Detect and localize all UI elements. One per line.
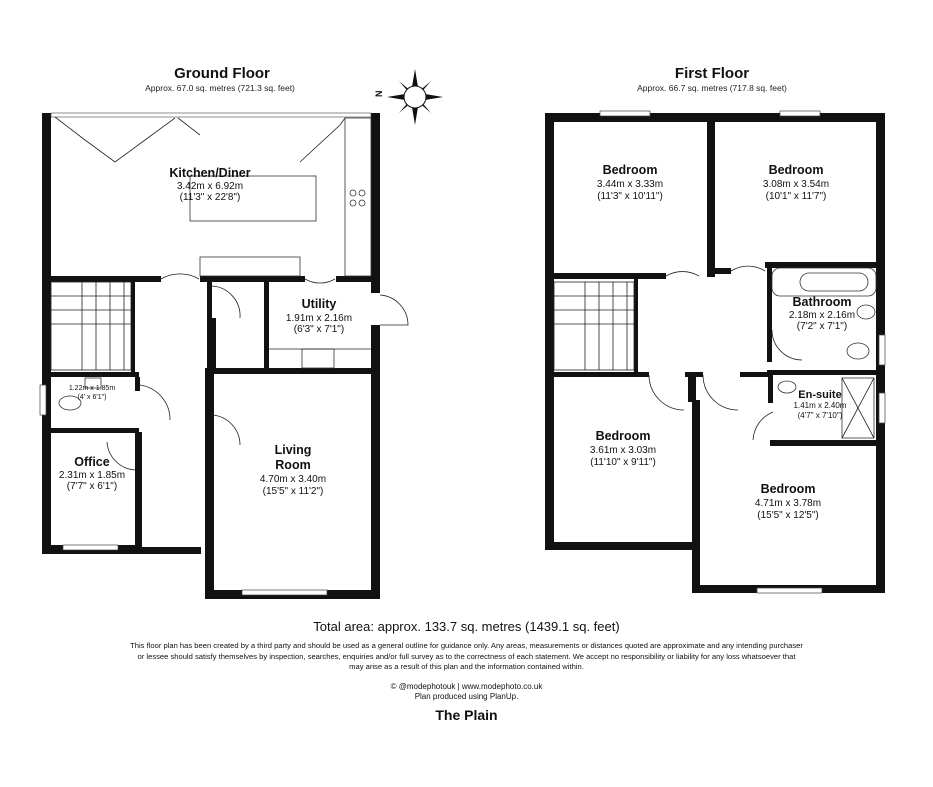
wc-window — [39, 384, 47, 416]
bathroom-window — [878, 334, 886, 366]
credit-line-1: © @modephotouk | www.modephoto.co.uk — [390, 682, 543, 691]
kitchen-label: Kitchen/Diner — [169, 166, 250, 180]
first-staircase — [553, 281, 635, 371]
wc-basin — [84, 377, 102, 389]
living-label-line2: Room — [275, 458, 310, 472]
utility-imperial: (6'3" x 7'1") — [294, 324, 344, 335]
bedroom1-label: Bedroom — [603, 163, 658, 177]
bedroom2-window — [779, 110, 821, 117]
living-window — [241, 589, 328, 596]
living-imperial: (15'5" x 11'2") — [263, 486, 324, 497]
ground-staircase — [50, 281, 132, 371]
bedroom2-label: Bedroom — [769, 163, 824, 177]
utility-metric: 1.91m x 2.16m — [286, 313, 352, 324]
first-floor-plan: First Floor Approx. 66.7 sq. metres (717… — [545, 65, 886, 594]
ground-door-swings — [106, 273, 409, 471]
office-label: Office — [74, 455, 109, 469]
bathroom-basin — [856, 304, 876, 320]
ground-floor-plan: Ground Floor Approx. 67.0 sq. metres (72… — [39, 65, 409, 599]
bedroom1-metric: 3.44m x 3.33m — [597, 179, 663, 190]
ensuite-label: En-suite — [798, 389, 841, 401]
bedroom4-imperial: (15'5" x 12'5") — [757, 510, 819, 521]
bathroom-metric: 2.18m x 2.16m — [789, 310, 855, 321]
kitchen-base-unit — [199, 256, 301, 277]
wc-imperial: (4' x 6'1") — [78, 394, 107, 401]
office-window — [62, 544, 119, 551]
bedroom4-window — [756, 587, 823, 594]
kitchen-island — [189, 175, 317, 222]
bedroom3-imperial: (11'10" x 9'11") — [590, 457, 656, 468]
first-floor-title: First Floor — [675, 65, 749, 82]
kitchen-worktop — [344, 117, 372, 277]
ensuite-metric: 1.41m x 2.40m — [794, 401, 847, 410]
ground-floor-area: Approx. 67.0 sq. metres (721.3 sq. feet) — [145, 83, 295, 93]
office-metric: 2.31m x 1.85m — [59, 470, 125, 481]
bedroom4-metric: 4.71m x 3.78m — [755, 498, 821, 509]
office-imperial: (7'7" x 6'1") — [67, 481, 117, 492]
first-door-swings — [648, 265, 803, 441]
compass-north-label: N — [374, 91, 384, 98]
first-floor-area: Approx. 66.7 sq. metres (717.8 sq. feet) — [637, 83, 787, 93]
bathroom-label: Bathroom — [792, 295, 851, 309]
compass-rose-icon: N — [374, 69, 443, 125]
wc-toilet-icon — [58, 395, 82, 411]
wc-metric: 1.22m x 1.85m — [69, 385, 115, 392]
ensuite-window — [878, 392, 886, 424]
kitchen-bifold-doors — [50, 112, 372, 163]
utility-sink — [301, 348, 335, 369]
ensuite-toilet-icon — [777, 380, 797, 394]
bedroom3-label: Bedroom — [596, 429, 651, 443]
floor-plan-drawing: Ground Floor Approx. 67.0 sq. metres (72… — [39, 65, 886, 599]
ground-floor-title: Ground Floor — [174, 65, 270, 82]
credits: © @modephotouk | www.modephoto.co.uk Pla… — [0, 682, 933, 702]
bedroom4-label: Bedroom — [761, 482, 816, 496]
bedroom3-metric: 3.61m x 3.03m — [590, 445, 656, 456]
total-area: Total area: approx. 133.7 sq. metres (14… — [313, 619, 620, 634]
kitchen-imperial: (11'3" x 22'8") — [180, 192, 241, 203]
bathroom-toilet-icon — [846, 342, 870, 360]
bathroom-imperial: (7'2" x 7'1") — [797, 321, 847, 332]
living-label-line1: Living — [275, 443, 312, 457]
property-name: The Plain — [435, 707, 498, 723]
bedroom2-metric: 3.08m x 3.54m — [763, 179, 829, 190]
disclaimer-text: This floor plan has been created by a th… — [130, 641, 803, 671]
ensuite-imperial: (4'7" x 7'10") — [798, 411, 843, 420]
bedroom1-window — [599, 110, 651, 117]
kitchen-metric: 3.42m x 6.92m — [177, 181, 243, 192]
living-metric: 4.70m x 3.40m — [260, 474, 326, 485]
hob-icon — [349, 189, 366, 207]
credit-line-2: Plan produced using PlanUp. — [414, 692, 519, 701]
bedroom1-imperial: (11'3" x 10'11") — [597, 191, 663, 202]
utility-label: Utility — [302, 297, 337, 311]
bedroom2-imperial: (10'1" x 11'7") — [766, 191, 827, 202]
